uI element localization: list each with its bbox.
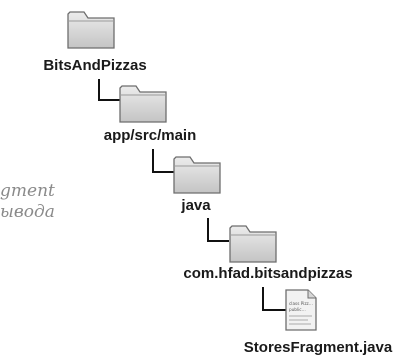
handwritten-note-line1: gment <box>0 181 55 201</box>
node-label-com-hfad-bitsandpizzas: com.hfad.bitsandpizzas <box>183 265 353 282</box>
tree-connector <box>262 287 286 311</box>
tree-connector <box>152 149 174 173</box>
folder-icon <box>66 8 116 50</box>
tree-connector <box>98 79 120 101</box>
folder-icon <box>228 222 278 264</box>
svg-text:public…: public… <box>289 307 306 312</box>
node-label-storesfragment-java: StoresFragment.java <box>243 339 393 356</box>
tree-connector <box>207 218 229 242</box>
handwritten-note-line2: ывода <box>0 202 55 222</box>
folder-icon <box>172 153 222 195</box>
folder-icon <box>118 82 168 124</box>
file-icon-code-text: class Pizz… <box>289 301 313 306</box>
node-label-bitsandpizzas: BitsAndPizzas <box>43 57 147 74</box>
node-label-java: java <box>181 197 211 214</box>
node-label-app-src-main: app/src/main <box>103 127 197 144</box>
java-file-icon: class Pizz… public… <box>284 288 318 332</box>
